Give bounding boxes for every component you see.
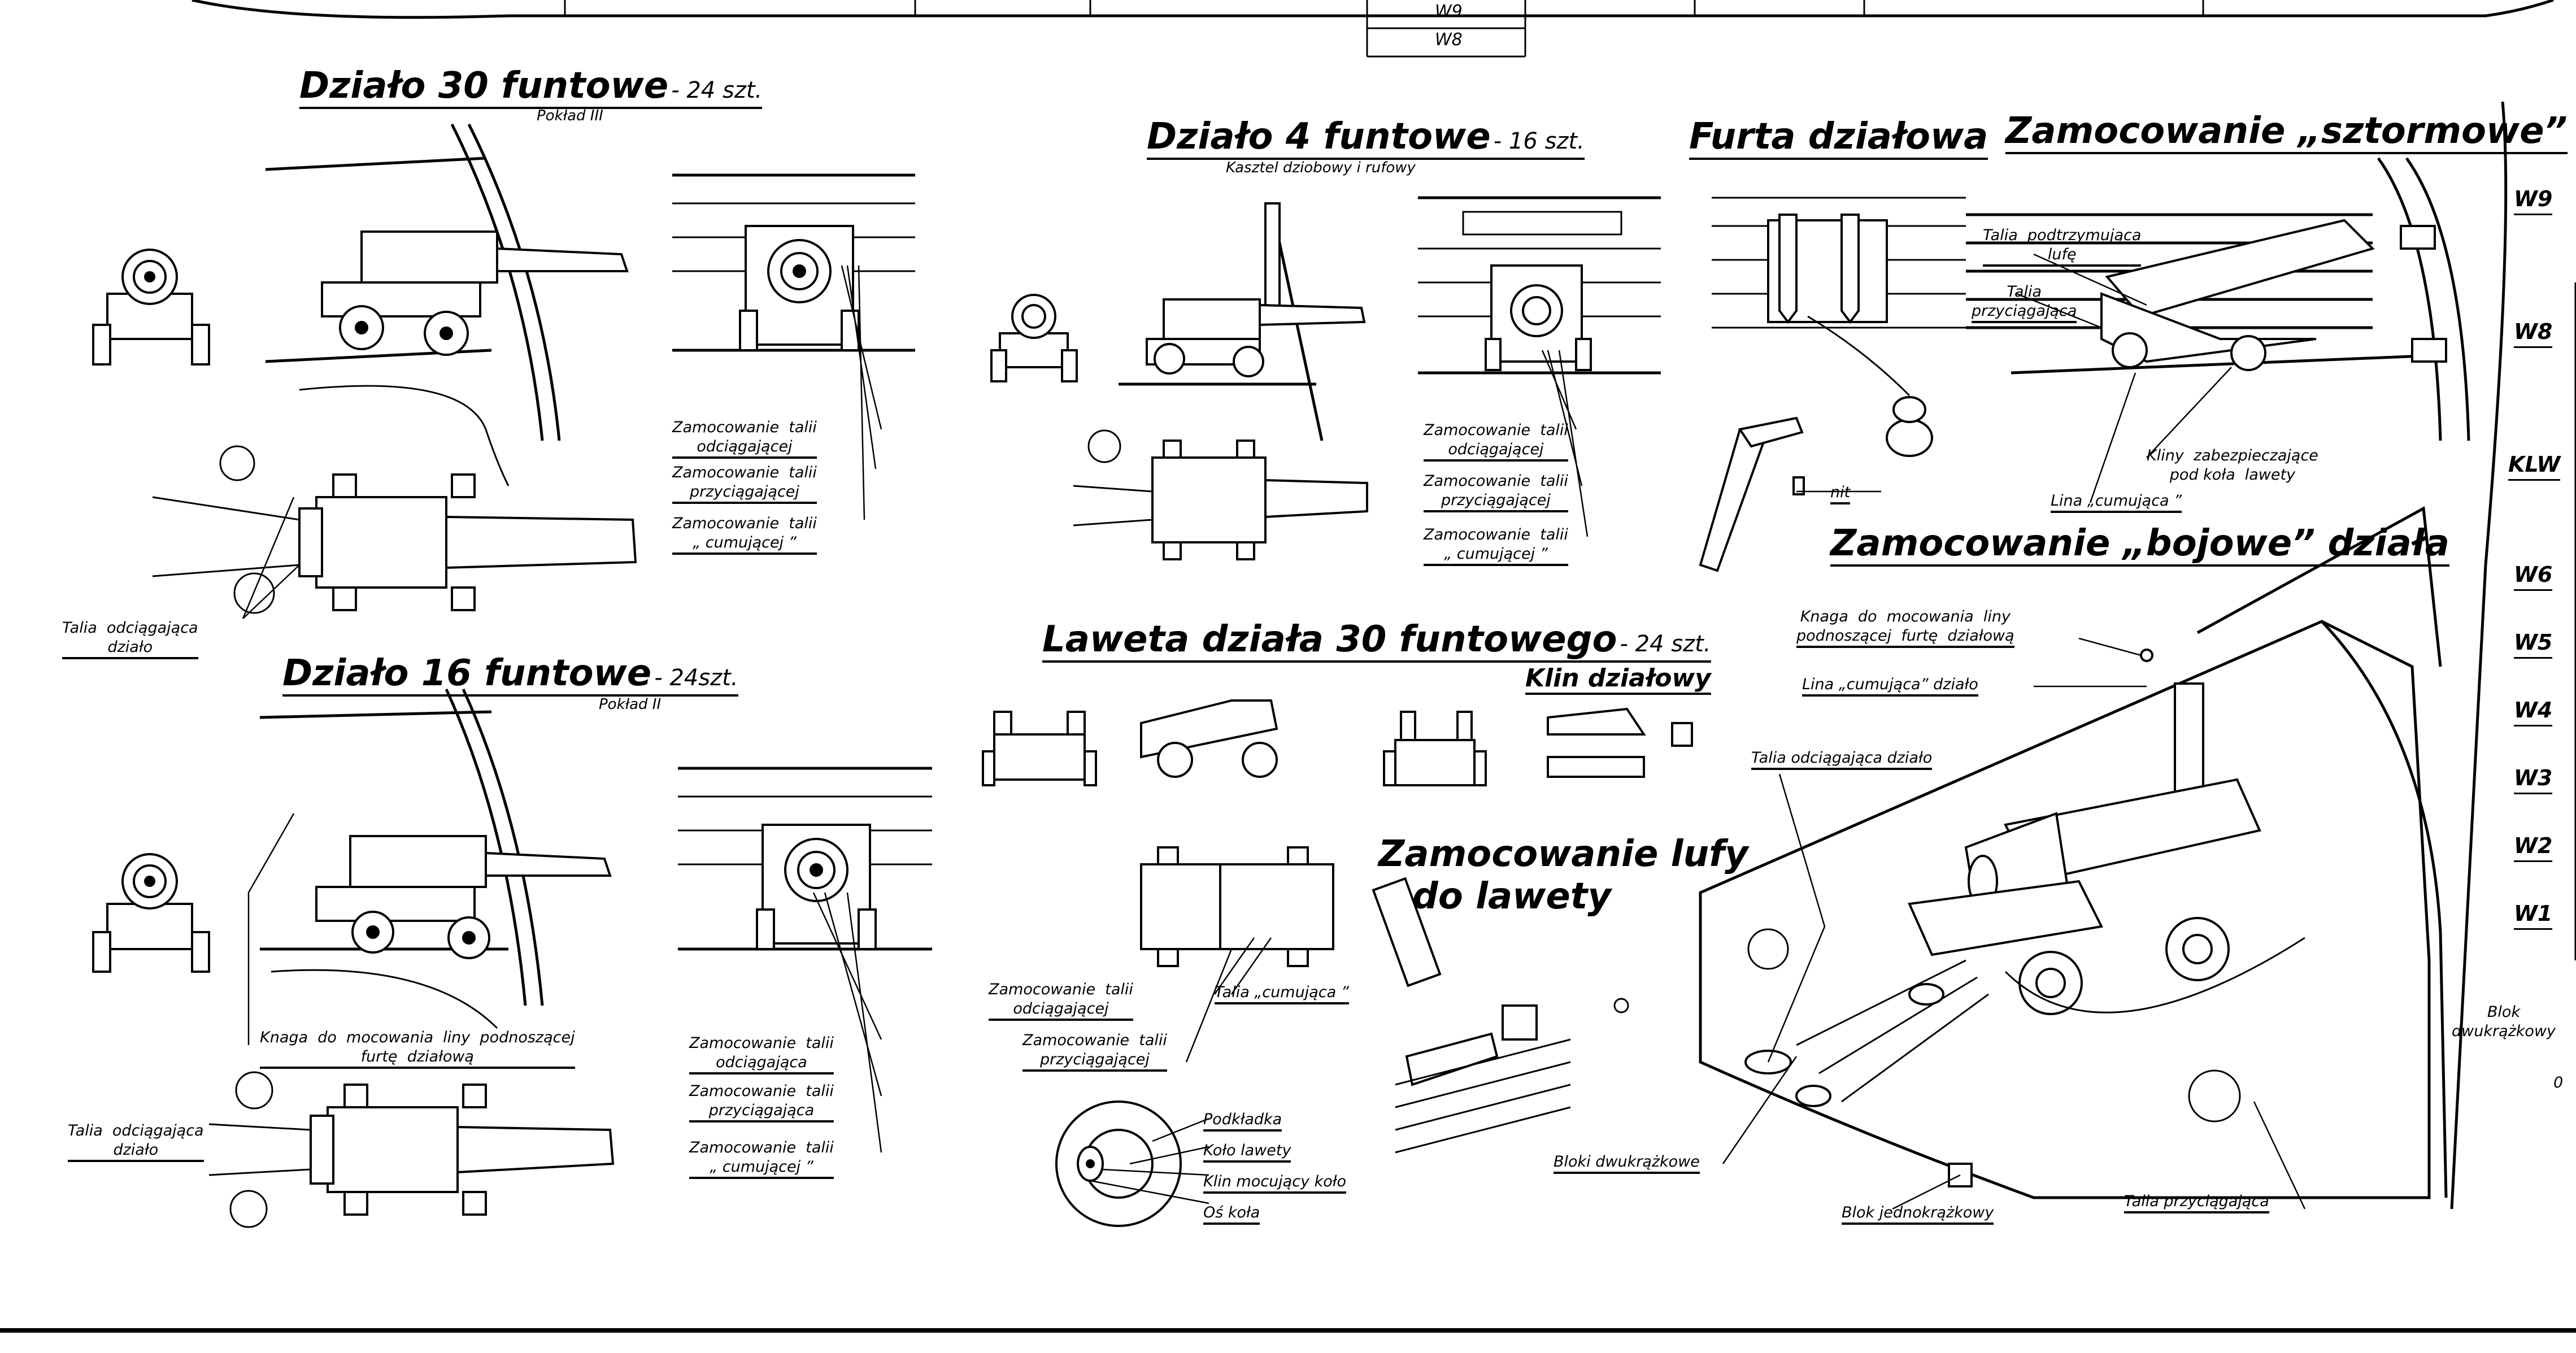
waterline-w5: W5 [2514,630,2553,659]
carriage-count: - 24 szt. [1620,631,1711,657]
label-battle-block-double-right: Blok dwukrążkowy [2452,1003,2556,1040]
gun4-side-view [1119,202,1366,441]
label-battle-pull: Talia odciągająca działo [1751,749,1933,770]
gun4-front-view [990,294,1078,382]
label-tackle-haul-4: Zamocowanie talii przyciągającej [1424,472,1568,512]
label-storm-line: Lina „cumująca ” [2051,491,2182,513]
label-battle-blocks-double: Bloki dwukrążkowe [1554,1152,1700,1174]
gun30-front-view [92,249,210,366]
storm-title-text: Zamocowanie „sztormowe” [2005,110,2568,152]
battle-title-text: Zamocowanie „bojowe” działa [1830,523,2449,564]
gun16-title-text: Działo 16 funtowe [282,652,652,694]
label-washer: Podkładka [1203,1110,1282,1132]
scale-zero: 0 [2553,1074,2564,1091]
label-battle-haul: Talia przyciągająca [2124,1192,2269,1213]
label-battle-block-single: Blok jednokrążkowy [1842,1203,1994,1225]
leader-lines [242,253,2306,1210]
barrel-mount-line2: do lawety [1412,876,1612,917]
waterline-w1: W1 [2514,901,2553,930]
waterline-w9: W9 [2514,186,2553,215]
gunport-title-text: Furta działowa [1689,116,1988,158]
label-wheel-wedge: Klin mocujący koło [1203,1172,1347,1194]
gun30-side-view [265,123,629,486]
gun30-title-text: Działo 30 funtowe [299,65,669,107]
label-axle: Oś koła [1203,1203,1260,1225]
battle-mount-drawing [1699,506,2448,1199]
label-port-rivet: nit [1830,483,1851,504]
gun4-count: - 16 szt. [1493,128,1585,154]
top-hull-table [192,0,2554,58]
label-storm-wedges: Kliny zabezpieczające pod koła lawety [2147,447,2318,484]
waterline-klw: KLW [2508,452,2561,481]
label-tackle-haul-30: Zamocowanie talii przyciągającej [672,463,817,504]
gun16-deck: Pokład II [599,696,662,713]
waterline-w8: W8 [2514,319,2553,348]
gunport-drawing [1699,197,1966,572]
label-tackle-pull-30: Zamocowanie talii odciągającej [672,418,817,459]
gun4-top-view [1073,429,1368,560]
label-car-pull: Zamocowanie talii odciągającej [989,980,1133,1021]
gun30-top-view [152,445,637,614]
waterline-w4: W4 [2514,698,2553,726]
gun4-title-text: Działo 4 funtowe [1147,116,1491,158]
label-tackle-pull-4: Zamocowanie talii odciągającej [1424,421,1568,462]
storm-title: Zamocowanie „sztormowe” [2005,110,2568,154]
carriage-title-text: Laweta działa 30 funtowego [1042,619,1617,660]
gun30-title: Działo 30 funtowe - 24 szt. [299,65,763,109]
label-cleat-16: Knaga do mocowania liny podnoszącej furt… [260,1028,575,1069]
gun4-deck: Kasztel dziobowy i rufowy [1226,159,1416,176]
label-tackle-brake-4: Zamocowanie talii „ cumującej ” [1424,525,1568,566]
table-row-w8: W8 [1435,30,1463,50]
waterline-w6: W6 [2514,562,2553,591]
gun16-top-view [208,1071,615,1228]
wedge-title: Klin działowy [1525,664,1711,695]
label-tackle-gun-16: Talia odciągająca działo [68,1121,204,1162]
gun30-count: - 24 szt. [671,77,763,103]
gun30-deck: Pokład III [537,107,603,124]
gun16-side-view [259,688,612,1029]
wheel-detail [1055,1100,1182,1227]
label-tackle-brake-30: Zamocowanie talii „ cumującej ” [672,514,817,555]
gun16-count: - 24szt. [654,665,738,691]
battle-title: Zamocowanie „bojowe” działa [1830,523,2449,567]
barrel-mount-line1: Zamocowanie lufy [1378,833,1748,875]
gun16-port-view [678,767,932,951]
label-battle-cleat: Knaga do mocowania liny podnoszącej furt… [1796,607,2014,648]
label-wheel: Koło lawety [1203,1141,1291,1163]
gunport-title: Furta działowa [1689,116,1988,160]
barrel-mount-title-2: do lawety [1412,876,1611,917]
label-storm-support: Talia podtrzymująca lufę [1983,226,2142,267]
storm-mount-drawing [1966,157,2470,441]
waterlines-right [2450,101,2576,1210]
label-tackle-gun-30: Talia odciągająca działo [62,619,198,659]
gun16-title: Działo 16 funtowe - 24szt. [282,652,738,697]
label-car-brake: Talia „cumująca ” [1215,983,1349,1004]
wedge-title-text: Klin działowy [1525,664,1711,693]
carriage-title: Laweta działa 30 funtowego - 24 szt. [1042,619,1711,663]
label-storm-haul: Talia przyciągająca [1972,282,2077,323]
carriage-drawings [982,699,1693,1154]
gun4-port-view [1418,196,1661,375]
waterline-w3: W3 [2514,765,2553,794]
gun4-title: Działo 4 funtowe - 16 szt. [1147,116,1585,160]
label-battle-line: Lina „cumująca” działo [1802,675,1978,697]
label-tackle-pull-16: Zamocowanie talii odciągająca [689,1034,834,1074]
label-tackle-haul-16: Zamocowanie talii przyciągająca [689,1082,834,1123]
gun30-port-view [672,173,915,352]
label-tackle-brake-16: Zamocowanie talii „ cumującej ” [689,1138,834,1179]
waterline-w2: W2 [2514,833,2553,862]
gun16-front-view [92,853,210,973]
barrel-mount-title-1: Zamocowanie lufy [1378,833,1748,875]
table-row-w9: W9 [1435,2,1463,21]
label-car-haul: Zamocowanie talii przyciągającej [1022,1031,1167,1072]
